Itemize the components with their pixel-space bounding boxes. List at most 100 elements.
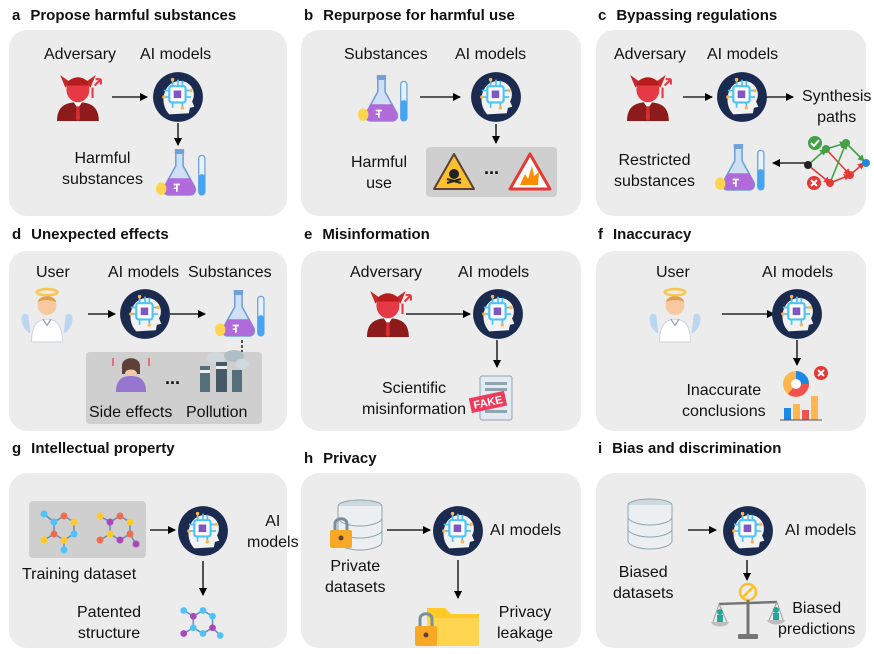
panel-i-input-label: Biased datasets	[613, 562, 673, 604]
panel-h-input-label: Private datasets	[325, 556, 385, 598]
adversary-icon	[55, 74, 102, 123]
panel-f-output-label: Inaccurate conclusions	[682, 380, 766, 422]
ai-brain-icon	[770, 288, 824, 340]
panel-g	[9, 473, 287, 648]
side-effects-person-icon	[112, 358, 150, 392]
ai-brain-icon	[432, 505, 484, 558]
panel-f-output-line1: Inaccurate	[686, 382, 762, 399]
adversary-icon	[625, 74, 672, 123]
warning-sign-icon	[433, 153, 475, 190]
panel-c-output-line1: Restricted	[618, 152, 691, 169]
panel-c-adversary-label: Adversary	[614, 46, 687, 63]
panel-d-ai-label: AI models	[108, 264, 180, 281]
user-angel-icon	[20, 287, 74, 344]
panel-b-substances-label: Substances	[344, 46, 428, 63]
panel-a-adversary-label: Adversary	[44, 46, 117, 63]
molecule-icon	[40, 510, 78, 554]
panel-h-input-line1: Private	[330, 558, 381, 575]
panel-g-ai-line1: AI	[265, 513, 281, 530]
factory-icon	[200, 350, 249, 392]
panel-b-ai-label: AI models	[455, 46, 527, 63]
panel-e-output-label: Scientific misinformation	[362, 378, 466, 420]
chart-icon	[780, 366, 828, 421]
panel-c-synthesis-label: Synthesis paths	[802, 86, 871, 128]
ai-brain-icon	[176, 505, 230, 558]
ai-brain-icon	[470, 71, 523, 124]
training-dataset-box	[29, 501, 146, 558]
ai-brain-icon	[151, 71, 205, 124]
panel-f-ai-label: AI models	[762, 264, 834, 281]
fake-stamp-text: FAKE	[473, 394, 504, 412]
panel-e-output-line1: Scientific	[382, 380, 447, 397]
explosion-warning-icon	[508, 152, 552, 191]
flask-icon	[357, 74, 408, 122]
panel-i-output-line1: Biased	[792, 600, 842, 617]
adversary-icon	[365, 289, 412, 339]
panel-c-ai-label: AI models	[707, 46, 779, 63]
panel-i-ai-label: AI models	[785, 522, 857, 539]
panel-i-input-line1: Biased	[618, 564, 668, 581]
panel-b-output-line2: use	[366, 175, 392, 192]
database-icon	[330, 499, 383, 551]
panel-g-output-line2: structure	[77, 625, 141, 642]
molecule-icon	[96, 512, 140, 548]
panel-a-ai-label: AI models	[140, 46, 212, 63]
user-angel-icon	[648, 287, 702, 344]
ai-brain-icon	[119, 288, 172, 340]
panel-h-ai-label: AI models	[490, 522, 562, 539]
panel-b-output-label: Harmful use	[351, 152, 407, 194]
panel-g-output-label: Patented structure	[77, 602, 141, 644]
folder-lock-icon	[415, 608, 479, 646]
panel-e-ai-label: AI models	[458, 264, 530, 281]
fake-news-icon: FAKE	[468, 375, 513, 421]
panel-d-ellipsis: ...	[165, 368, 181, 388]
panel-h-input-line2: datasets	[325, 579, 386, 596]
ai-brain-icon	[472, 288, 525, 340]
panel-d-pollution-label: Pollution	[186, 404, 248, 421]
panel-c-synthesis-line2: paths	[817, 109, 857, 126]
panel-f-user-label: User	[656, 264, 690, 281]
panel-b-ellipsis: ...	[484, 158, 500, 178]
panel-c-synthesis-line1: Synthesis	[802, 88, 872, 105]
panel-a-output-line2: substances	[62, 171, 143, 188]
panel-i-output-label: Biased predictions	[778, 598, 855, 640]
panel-d-substances-label: Substances	[188, 264, 272, 281]
database-icon	[627, 498, 673, 550]
panel-g-ai-label: AI models	[247, 511, 299, 553]
panel-g-ai-line2: models	[247, 534, 299, 551]
ai-brain-icon	[721, 505, 775, 558]
panel-f-output-line2: conclusions	[682, 403, 766, 420]
panel-g-output-line1: Patented	[77, 604, 142, 621]
synthesis-graph-icon	[804, 136, 870, 190]
panel-g-dataset-label: Training dataset	[22, 566, 137, 583]
panel-a-output-line1: Harmful	[74, 150, 131, 167]
panel-i-input-line2: datasets	[613, 585, 674, 602]
flask-icon	[214, 289, 265, 337]
panel-d-user-label: User	[36, 264, 70, 281]
panel-c-output-label: Restricted substances	[614, 150, 695, 192]
scale-icon	[711, 582, 785, 639]
panel-e-adversary-label: Adversary	[350, 264, 423, 281]
panel-a-output-label: Harmful substances	[62, 148, 143, 190]
flask-icon	[155, 148, 206, 196]
panel-a	[9, 30, 287, 216]
panel-e	[301, 251, 581, 431]
panel-b-output-line1: Harmful	[351, 154, 408, 171]
panel-i-output-line2: predictions	[778, 621, 856, 638]
panel-c-output-line2: substances	[614, 173, 695, 190]
flask-icon	[714, 143, 765, 191]
panel-h-output-line2: leakage	[497, 625, 554, 642]
panel-e-output-line2: misinformation	[362, 401, 467, 418]
panel-d-side-effects-label: Side effects	[89, 404, 173, 421]
panel-f	[596, 251, 866, 431]
